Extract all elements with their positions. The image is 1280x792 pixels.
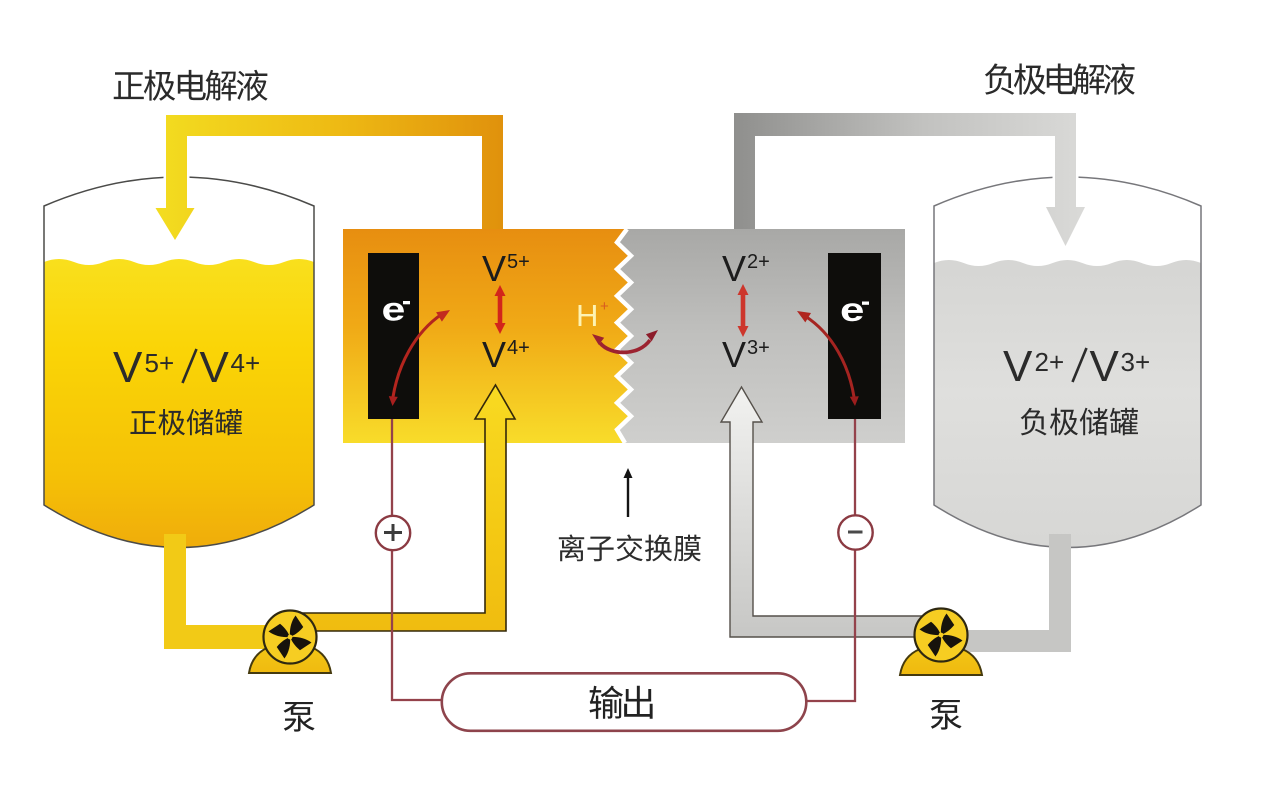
- svg-text:V: V: [200, 343, 230, 392]
- svg-text:2+: 2+: [1035, 347, 1065, 377]
- svg-text:4+: 4+: [231, 348, 261, 378]
- svg-text:2+: 2+: [747, 251, 770, 273]
- svg-text:V: V: [1090, 342, 1120, 391]
- svg-text:V: V: [482, 334, 506, 375]
- svg-text:3+: 3+: [1121, 347, 1151, 377]
- svg-text:5+: 5+: [507, 251, 530, 273]
- svg-text:V: V: [1003, 342, 1033, 391]
- svg-text:5+: 5+: [145, 348, 175, 378]
- svg-text:e: e: [840, 292, 864, 329]
- svg-text:e: e: [382, 291, 406, 328]
- svg-text:V: V: [113, 343, 143, 392]
- svg-text:V: V: [722, 334, 746, 375]
- svg-text:H: H: [576, 298, 598, 333]
- svg-text:V: V: [482, 248, 506, 289]
- svg-text:+: +: [600, 298, 609, 315]
- svg-text:4+: 4+: [507, 337, 530, 359]
- svg-text:V: V: [722, 248, 746, 289]
- svg-text:3+: 3+: [747, 337, 770, 359]
